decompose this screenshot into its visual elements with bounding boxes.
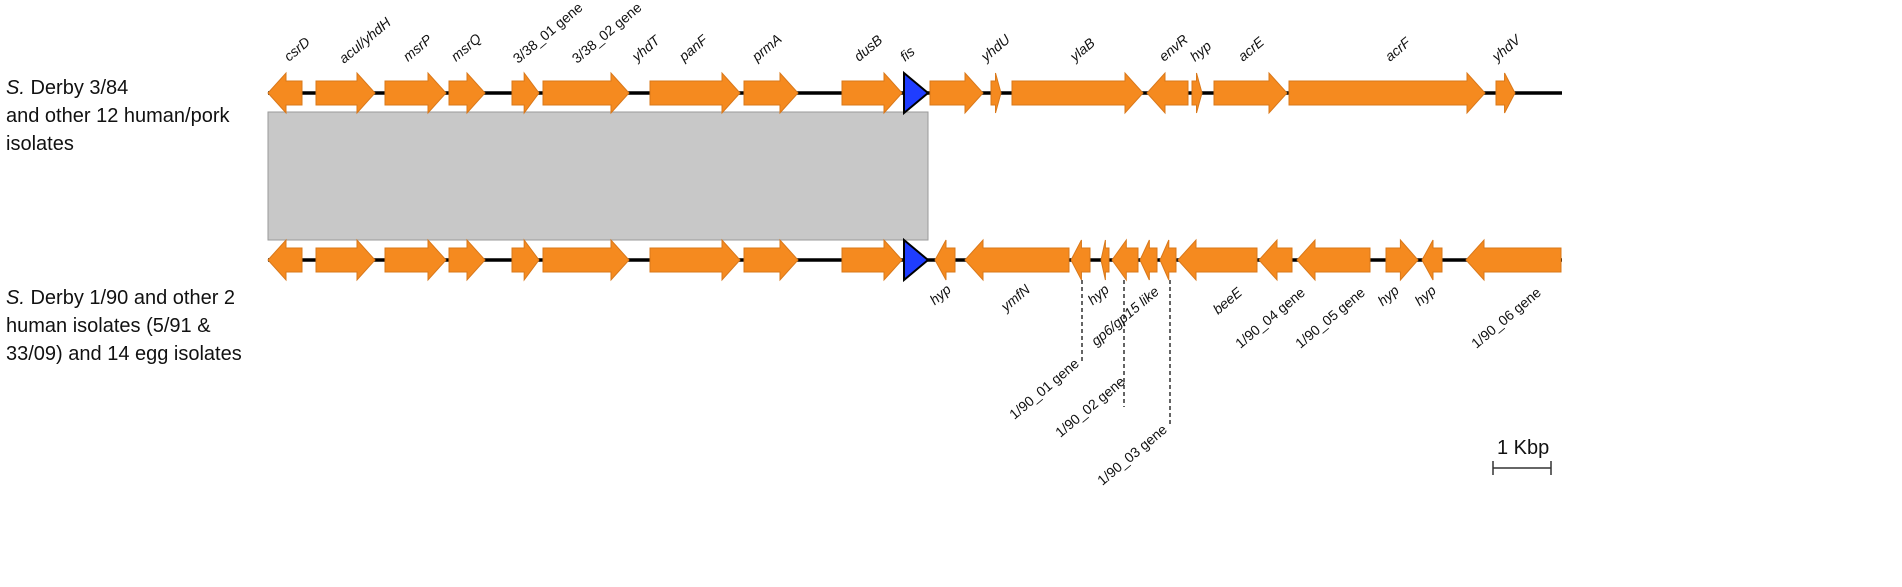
gene-label-bottom: 1/90_02 gene — [1052, 373, 1128, 440]
gene-label-top: prmA — [748, 31, 785, 65]
gene-arrow-bottom-shared — [542, 238, 630, 282]
gene-arrow-top — [1495, 72, 1516, 114]
gene-arrow-bottom — [1385, 238, 1419, 282]
conserved-region — [267, 111, 929, 241]
gene-arrow-top — [743, 71, 799, 115]
gene-arrow-bottom-shared — [267, 238, 303, 282]
gene-arrow-top — [1191, 72, 1203, 114]
gene-arrow-top — [1011, 71, 1144, 115]
gene-label-top: yhdT — [628, 31, 664, 65]
gene-arrow-bottom — [934, 239, 956, 281]
gene-arrow-bottom-shared — [743, 238, 799, 282]
gene-arrow-bottom-shared — [315, 238, 376, 282]
gene-arrow-bottom-shared — [649, 238, 741, 282]
scale-bar-label: 1 Kbp — [1497, 437, 1549, 459]
gene-arrow-top — [267, 71, 303, 115]
gene-arrow-bottom — [1111, 238, 1139, 282]
gene-arrow-top — [649, 71, 741, 115]
gene-arrow-bottom — [1177, 238, 1258, 282]
gene-label-top: msrP — [400, 31, 436, 65]
track-label-line: S. Derby 1/90 and other 2 — [6, 287, 236, 309]
gene-label-top: yhdU — [977, 30, 1014, 64]
gene-arrow-top — [1146, 71, 1189, 115]
gene-arrow-bottom — [964, 238, 1070, 282]
gene-label-bottom: 1/90_06 gene — [1468, 284, 1544, 351]
gene-arrow-bottom — [1421, 239, 1443, 281]
gene-arrow-bottom — [1258, 238, 1293, 282]
gene-label-top: ylaB — [1066, 35, 1098, 65]
fis-arrow-bottom — [903, 237, 930, 283]
gene-arrow-bottom — [1100, 239, 1110, 281]
gene-arrow-bottom-shared — [511, 238, 540, 282]
fis-arrow-top — [903, 70, 930, 116]
gene-label-top: acul/yhdH — [336, 13, 395, 66]
gene-arrow-bottom-shared — [448, 238, 486, 282]
gene-label-top: hyp — [1187, 37, 1215, 64]
gene-arrow-bottom — [1159, 239, 1177, 281]
gene-arrow-top — [1288, 71, 1486, 115]
gene-label-top: acrF — [1382, 33, 1415, 64]
gene-label-top: dusB — [851, 32, 886, 65]
track-label-line: S. Derby 3/84 — [6, 77, 129, 99]
gene-label-bottom: ymfN — [997, 280, 1034, 314]
gene-label-top: acrE — [1235, 33, 1268, 64]
gene-arrow-top — [448, 71, 486, 115]
gene-label-bottom: 1/90_03 gene — [1094, 421, 1170, 488]
gene-arrow-bottom — [1465, 238, 1562, 282]
gene-arrow-bottom — [1296, 238, 1371, 282]
gene-arrow-bottom — [1139, 239, 1158, 281]
gene-label-top: yhdV — [1488, 30, 1525, 64]
gene-arrow-top — [315, 71, 376, 115]
gene-label-bottom: hyp — [1374, 282, 1402, 309]
gene-arrow-bottom-shared — [384, 238, 447, 282]
gene-arrow-top — [841, 71, 903, 115]
gene-arrow-bottom-shared — [841, 238, 903, 282]
gene-arrow-top — [929, 71, 984, 115]
gene-label-bottom: hyp — [1411, 282, 1439, 309]
gene-arrow-top — [384, 71, 447, 115]
gene-label-bottom: beeE — [1210, 284, 1246, 318]
track-label-bottom: S. Derby 1/90 and other 2 human isolates … — [6, 284, 242, 368]
gene-label-top: fis — [897, 43, 918, 64]
gene-label-top: msrQ — [448, 30, 485, 64]
gene-arrow-top — [990, 72, 1002, 114]
gene-arrow-top — [542, 71, 630, 115]
gene-arrow-top — [1213, 71, 1288, 115]
gene-arrow-top — [511, 71, 540, 115]
gene-label-bottom: hyp — [1084, 281, 1112, 308]
gene-label-top: csrD — [281, 34, 313, 65]
track-label-line: and other 12 human/pork — [6, 105, 230, 127]
species-abbrev: S. — [6, 77, 25, 99]
gene-label-bottom: hyp — [926, 281, 954, 308]
gene-label-top: panF — [675, 31, 712, 65]
gene-arrow-bottom — [1070, 239, 1091, 281]
track-label-top: S. Derby 3/84 and other 12 human/pork isol… — [6, 74, 230, 158]
gene-label-top: envR — [1156, 31, 1191, 64]
species-abbrev: S. — [6, 287, 25, 309]
track-label-line: isolates — [6, 133, 74, 155]
track-label-line: human isolates (5/91 & — [6, 315, 211, 337]
track-label-line: 33/09) and 14 egg isolates — [6, 343, 242, 365]
